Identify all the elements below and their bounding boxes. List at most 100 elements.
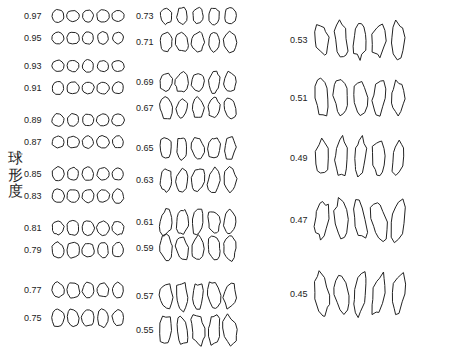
grain-outline bbox=[209, 71, 221, 93]
grain-outline bbox=[52, 242, 64, 258]
grain-outline bbox=[353, 24, 366, 61]
sphericity-value: 0.65 bbox=[136, 143, 154, 154]
grain-outline bbox=[52, 309, 65, 326]
grain-outline bbox=[82, 136, 93, 149]
grain-outline bbox=[191, 138, 204, 159]
grain-outline bbox=[52, 282, 65, 298]
grain-outline bbox=[159, 284, 173, 309]
axis-title: 球形度 bbox=[8, 150, 23, 200]
grain-outline bbox=[209, 33, 220, 53]
grain-outline bbox=[82, 167, 94, 180]
sphericity-value: 0.45 bbox=[290, 289, 308, 300]
grain-outline bbox=[97, 136, 110, 148]
grain-outline bbox=[113, 242, 124, 256]
grain-outline bbox=[160, 73, 172, 91]
grain-outline bbox=[175, 237, 188, 260]
grain-outline bbox=[175, 72, 189, 93]
grain-outline bbox=[97, 190, 110, 202]
grain-outline bbox=[52, 189, 64, 202]
grain-outline bbox=[372, 81, 386, 117]
grain-outline bbox=[177, 138, 187, 160]
grain-outline bbox=[354, 200, 368, 239]
sphericity-value: 0.55 bbox=[136, 325, 154, 336]
grain-outline bbox=[112, 61, 124, 72]
grain-outline bbox=[315, 271, 330, 317]
grain-outline bbox=[82, 190, 94, 203]
sphericity-value: 0.69 bbox=[136, 77, 154, 88]
grain-outline bbox=[354, 82, 368, 116]
grain-outline bbox=[68, 114, 79, 127]
grain-outline bbox=[224, 98, 236, 119]
grain-outline bbox=[160, 97, 173, 119]
grain-outline bbox=[67, 32, 79, 44]
grain-outline bbox=[68, 167, 79, 180]
grain-outline bbox=[96, 114, 109, 126]
grain-outline bbox=[82, 60, 93, 73]
grain-outline bbox=[67, 283, 80, 298]
grain-outline bbox=[98, 32, 109, 45]
grain-outline bbox=[112, 11, 124, 22]
grain-outline bbox=[52, 136, 64, 148]
grain-outline bbox=[67, 190, 79, 202]
grain-outline bbox=[208, 236, 220, 260]
grain-outline bbox=[67, 220, 78, 235]
sphericity-value: 0.53 bbox=[290, 35, 308, 46]
grain-outline bbox=[315, 25, 329, 55]
grain-outline bbox=[67, 82, 79, 94]
grain-outline bbox=[334, 275, 349, 314]
grain-outline bbox=[354, 272, 366, 318]
grain-outline bbox=[52, 167, 64, 181]
grain-outline bbox=[82, 282, 94, 298]
grain-outline bbox=[112, 82, 123, 94]
sphericity-value: 0.83 bbox=[24, 191, 42, 202]
grain-outline bbox=[372, 141, 385, 176]
sphericity-value: 0.63 bbox=[136, 175, 154, 186]
grain-outline bbox=[97, 10, 109, 22]
grain-outline bbox=[81, 310, 94, 326]
grain-outline bbox=[67, 61, 79, 72]
sphericity-value: 0.73 bbox=[136, 11, 154, 22]
grain-outline bbox=[191, 169, 204, 192]
grain-outline bbox=[224, 167, 237, 193]
grain-outline bbox=[372, 272, 385, 315]
grain-outline bbox=[225, 137, 237, 160]
sphericity-value: 0.59 bbox=[136, 243, 154, 254]
grain-outline bbox=[98, 243, 109, 258]
grain-outline bbox=[176, 99, 188, 119]
grain-outline bbox=[67, 309, 79, 327]
grain-outline bbox=[82, 32, 93, 44]
grain-outline bbox=[392, 20, 406, 60]
grain-outline bbox=[112, 310, 124, 326]
grain-outline bbox=[177, 316, 188, 344]
sphericity-value: 0.57 bbox=[136, 291, 154, 302]
grain-outline bbox=[160, 8, 171, 24]
sphericity-value: 0.89 bbox=[24, 115, 42, 126]
grain-outline bbox=[159, 209, 172, 236]
grain-outline bbox=[192, 235, 204, 260]
grain-outline bbox=[355, 136, 367, 178]
grain-outline bbox=[113, 136, 124, 148]
grain-outline bbox=[224, 209, 236, 234]
grain-outline bbox=[193, 209, 203, 235]
sphericity-value: 0.51 bbox=[290, 93, 308, 104]
grain-outline bbox=[67, 242, 79, 258]
grain-outline bbox=[191, 74, 204, 92]
grain-outline bbox=[112, 114, 125, 126]
grain-outline bbox=[113, 32, 124, 44]
sphericity-value: 0.85 bbox=[24, 169, 42, 180]
grain-outline bbox=[160, 234, 173, 261]
grain-outline bbox=[191, 32, 205, 53]
sphericity-value: 0.93 bbox=[24, 61, 42, 72]
grain-outline bbox=[223, 31, 237, 53]
grain-outline bbox=[193, 284, 204, 309]
grain-outline bbox=[83, 114, 94, 125]
grain-outline bbox=[97, 283, 109, 297]
grain-outline bbox=[160, 316, 172, 343]
sphericity-value: 0.61 bbox=[136, 217, 154, 228]
grain-outline bbox=[52, 114, 64, 127]
grain-outline bbox=[208, 97, 220, 117]
grain-outline bbox=[160, 169, 172, 193]
grain-outline bbox=[112, 189, 124, 204]
sphericity-value: 0.47 bbox=[290, 215, 308, 226]
sphericity-value: 0.81 bbox=[24, 223, 42, 234]
